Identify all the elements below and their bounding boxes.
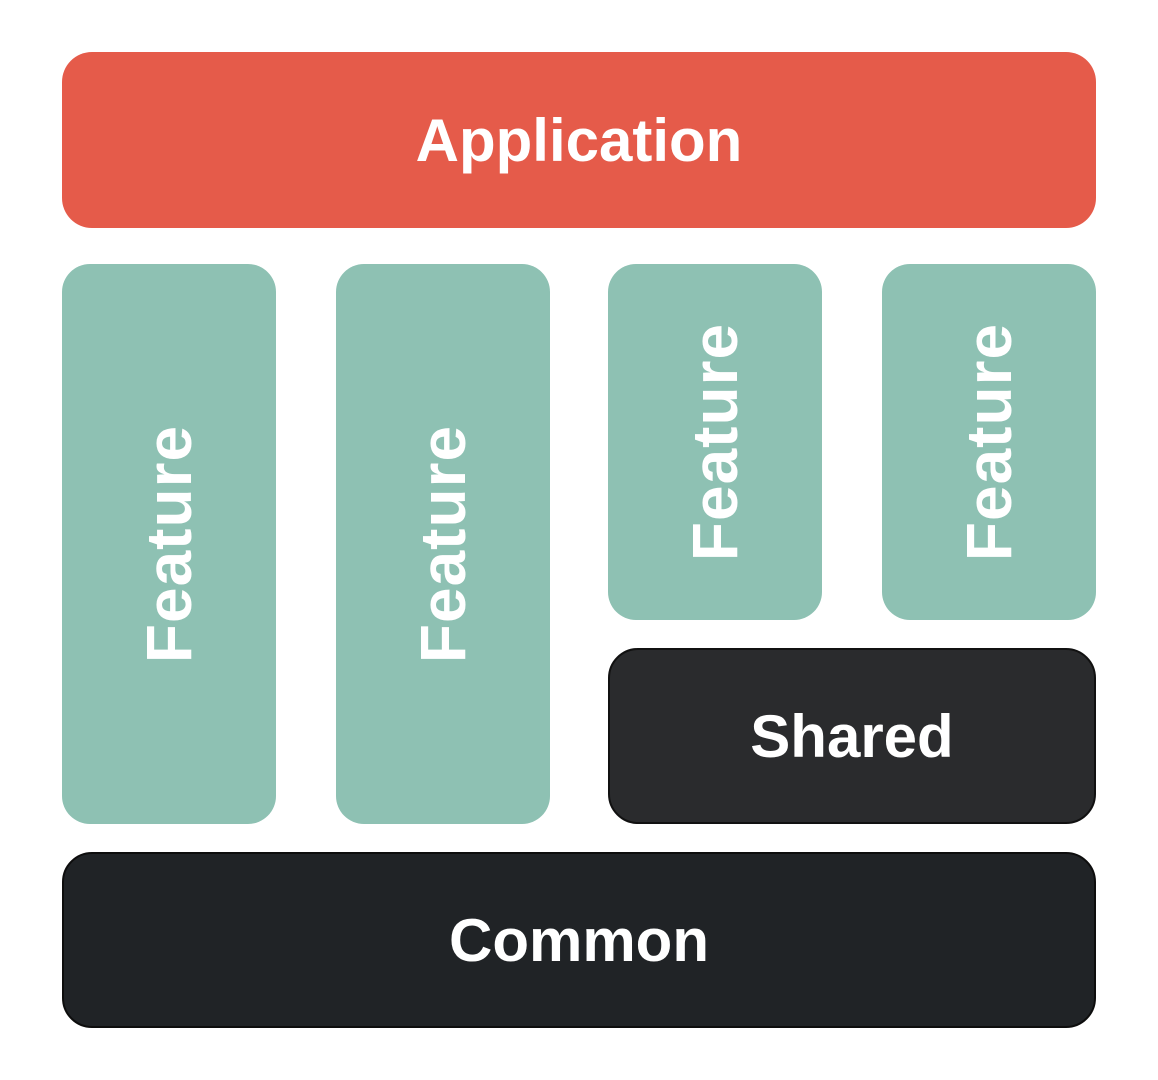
feature-block-1: Feature <box>62 264 276 824</box>
feature-block-4: Feature <box>882 264 1096 620</box>
feature-label-1: Feature <box>133 424 205 664</box>
feature-label-2: Feature <box>407 424 479 664</box>
feature-block-3: Feature <box>608 264 822 620</box>
feature-label-4: Feature <box>953 322 1025 562</box>
application-label: Application <box>415 106 743 174</box>
feature-block-2: Feature <box>336 264 550 824</box>
feature-label-3: Feature <box>679 322 751 562</box>
application-block: Application <box>62 52 1096 228</box>
shared-label: Shared <box>750 702 954 770</box>
common-label: Common <box>449 906 709 974</box>
common-block: Common <box>62 852 1096 1028</box>
shared-block: Shared <box>608 648 1096 824</box>
